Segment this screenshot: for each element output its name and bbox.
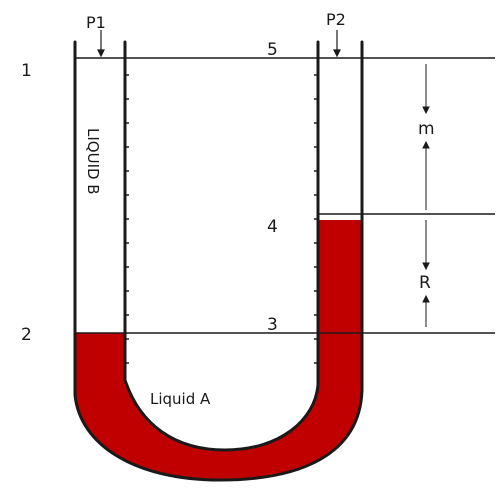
p1-arrow-head [97,49,105,58]
dimension-r-lower-arrow [422,294,430,303]
dimension-r-upper-arrow [422,262,430,271]
u-bend-outer-wall [73,388,364,482]
level-2-label: 2 [21,325,32,345]
left-limb-scale [125,74,129,364]
dimension-m-label: m [418,119,435,139]
p2-arrow-head [333,49,341,58]
p2-label: P2 [326,10,346,29]
dimension-r-label: R [419,273,431,293]
liquid-b-label: LIQUID B [84,128,102,195]
level-1-label: 1 [21,61,32,81]
u-bend-inner-wall [123,378,320,452]
right-limb-scale [314,74,318,364]
liquid-a-fill [75,220,362,480]
p1-label: P1 [86,13,106,32]
dimension-m-upper-arrow [422,106,430,115]
dimension-m-lower-arrow [422,140,430,149]
point-4-label: 4 [267,217,278,237]
point-3-label: 3 [267,315,278,335]
liquid-a-label: Liquid A [150,390,211,408]
point-5-label: 5 [267,40,278,60]
